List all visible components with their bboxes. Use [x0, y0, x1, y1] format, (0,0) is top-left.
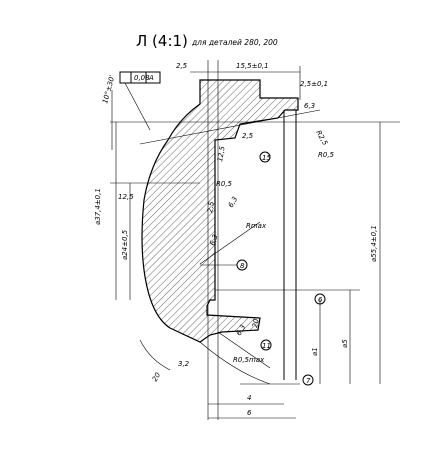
dim-20-left: 20: [151, 371, 163, 383]
dim-r0-5-mid: R0,5: [216, 180, 233, 188]
dim-rmax: Rmax: [246, 222, 267, 230]
tolerance-datum: A: [148, 74, 154, 82]
svg-text:8: 8: [240, 262, 245, 270]
callout-6: 6: [314, 293, 326, 305]
callout-7: 7: [302, 374, 314, 386]
dim-r2-5: R2,5: [314, 129, 329, 147]
svg-text:11: 11: [262, 342, 271, 350]
dim-4: 4: [247, 394, 251, 402]
part-section: [141, 79, 299, 343]
dim-r0-5-max: R0,5max: [233, 356, 265, 364]
dim-6: 6: [247, 409, 252, 417]
dim-top-angle: 10°±30': [101, 74, 116, 104]
callout-8: 8: [200, 259, 248, 271]
taper-line: [139, 109, 321, 145]
dim-6-3-low: 6,3: [208, 233, 219, 246]
dim-r2-5-b: 2,5: [242, 132, 254, 140]
svg-text:6: 6: [318, 296, 323, 304]
outer-arc: [199, 341, 271, 385]
dim-phi55: ⌀55,4±0,1: [370, 225, 378, 262]
dim-phi1: ⌀1: [311, 347, 319, 356]
tolerance-value: 0,08: [134, 74, 150, 82]
dim-3-2: 3,2: [178, 360, 190, 368]
callout-15: 15: [259, 151, 271, 163]
view-title: Л (4:1): [136, 32, 188, 50]
callout-11: 11: [260, 339, 272, 351]
tolerance-frame: 0,08 A: [119, 71, 161, 131]
dim-2-5-mid: 2,5: [206, 200, 216, 213]
dim-r0-5-right: R0,5: [318, 151, 335, 159]
dim-2-5-right: 2,5±0,1: [300, 80, 328, 88]
dim-phi24: ⌀24±0,5: [121, 229, 129, 260]
dim-15-5: 15,5±0,1: [236, 62, 269, 70]
dim-12-5-left: 12,5: [118, 193, 134, 201]
dim-phi37: ⌀37,4±0,1: [94, 188, 102, 225]
dim-6-3-top: 6,3: [304, 102, 315, 110]
dim-phi5: ⌀5: [341, 339, 349, 348]
svg-text:7: 7: [306, 377, 311, 385]
dim-6-3-mid: 6,3: [227, 195, 239, 209]
view-note: для деталей 280, 200: [191, 38, 278, 47]
dim-2-5-top: 2,5: [176, 62, 188, 70]
dim-12-5-mid: 12,5: [216, 145, 227, 162]
svg-text:15: 15: [262, 154, 271, 162]
dim-20-bottom: 20: [251, 318, 261, 329]
